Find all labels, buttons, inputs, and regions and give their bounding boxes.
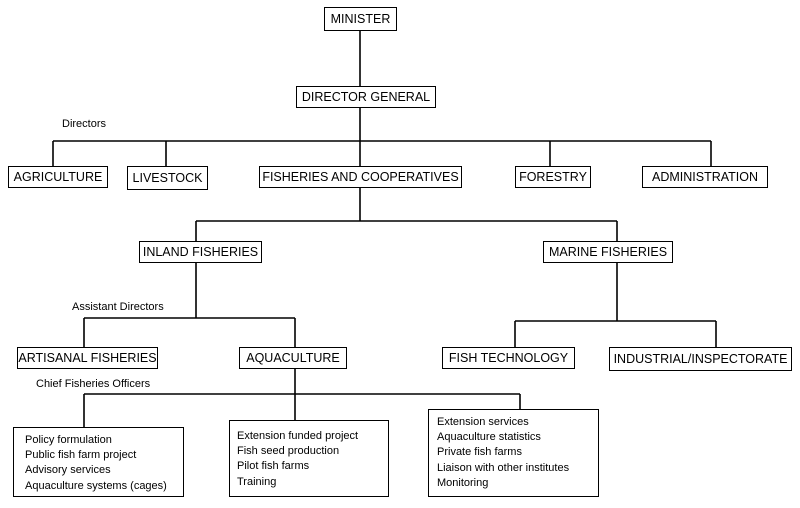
agriculture-label: AGRICULTURE <box>13 169 103 184</box>
list-item: Aquaculture statistics <box>437 431 541 444</box>
director-general-label: DIRECTOR GENERAL <box>301 89 431 104</box>
list-item: Public fish farm project <box>25 449 137 462</box>
forestry-box: FORESTRY <box>515 166 591 188</box>
minister-label: MINISTER <box>330 11 391 26</box>
administration-box: ADMINISTRATION <box>642 166 768 188</box>
assistant-directors-label: Assistant Directors <box>72 301 164 313</box>
agriculture-box: AGRICULTURE <box>8 166 108 188</box>
livestock-label: LIVESTOCK <box>132 170 203 185</box>
duties-list-1: Policy formulation Public fish farm proj… <box>13 427 184 497</box>
list-item: Aquaculture systems (cages) <box>25 479 167 492</box>
list-item: Fish seed production <box>237 445 340 458</box>
duties-list-2: Extension funded project Fish seed produ… <box>229 420 389 497</box>
minister-box: MINISTER <box>324 7 397 31</box>
inland-fisheries-label: INLAND FISHERIES <box>142 244 259 259</box>
list-item: Liaison with other institutes <box>437 461 570 474</box>
chief-fisheries-officers-label: Chief Fisheries Officers <box>36 378 151 390</box>
artisanal-fisheries-label: ARTISANAL FISHERIES <box>18 350 157 365</box>
aquaculture-label: AQUACULTURE <box>246 350 340 365</box>
list-item: Advisory services <box>25 464 111 477</box>
marine-fisheries-label: MARINE FISHERIES <box>548 244 668 259</box>
list-item: Extension funded project <box>237 430 359 442</box>
list-item: Private fish farms <box>437 446 522 459</box>
duties-list-3: Extension services Aquaculture statistic… <box>428 409 599 497</box>
list-item: Policy formulation <box>25 434 112 446</box>
director-general-box: DIRECTOR GENERAL <box>296 86 436 108</box>
marine-fisheries-box: MARINE FISHERIES <box>543 241 673 263</box>
inland-fisheries-box: INLAND FISHERIES <box>139 241 262 263</box>
list-item: Monitoring <box>437 476 489 489</box>
fish-technology-label: FISH TECHNOLOGY <box>448 350 569 365</box>
directors-label: Directors <box>62 118 107 130</box>
aquaculture-box: AQUACULTURE <box>239 347 347 369</box>
industrial-inspectorate-box: INDUSTRIAL/INSPECTORATE <box>609 347 792 371</box>
list-item: Extension services <box>437 416 529 428</box>
list-item: Training <box>237 475 277 488</box>
industrial-inspectorate-label: INDUSTRIAL/INSPECTORATE <box>613 351 788 366</box>
fisheries-cooperatives-box: FISHERIES AND COOPERATIVES <box>259 166 462 188</box>
fish-technology-box: FISH TECHNOLOGY <box>442 347 575 369</box>
administration-label: ADMINISTRATION <box>651 169 759 184</box>
livestock-box: LIVESTOCK <box>127 166 208 190</box>
list-item: Pilot fish farms <box>237 460 310 473</box>
forestry-label: FORESTRY <box>519 169 587 184</box>
artisanal-fisheries-box: ARTISANAL FISHERIES <box>17 347 158 369</box>
fisheries-cooperatives-label: FISHERIES AND COOPERATIVES <box>262 169 459 184</box>
